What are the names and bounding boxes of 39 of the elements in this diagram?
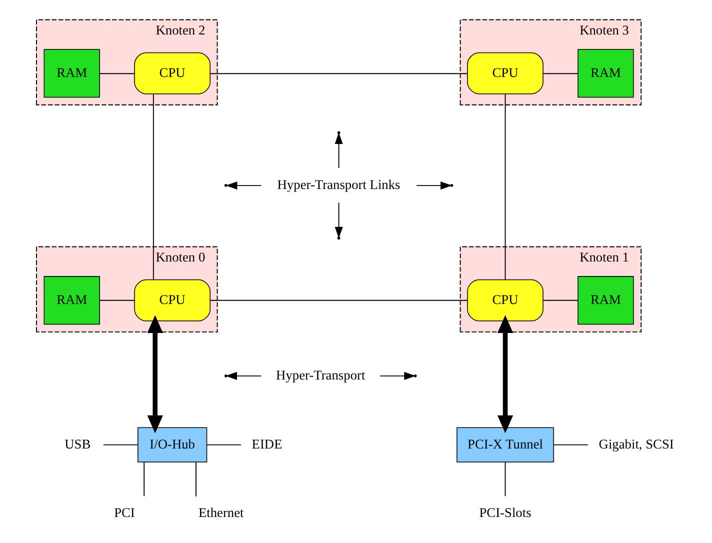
node-box: RAM (43, 276, 100, 325)
connector (209, 300, 468, 301)
node-box: CPU (134, 279, 210, 322)
connector (102, 444, 138, 446)
node-box: CPU (466, 52, 543, 94)
node-text: EIDE (251, 436, 282, 452)
arrow (496, 315, 513, 434)
node-box: I/O-Hub (137, 427, 207, 462)
arrow (416, 182, 452, 190)
connector (504, 94, 506, 280)
node-text: PCI (114, 505, 134, 520)
arrow (334, 132, 342, 168)
connector (504, 462, 506, 497)
node-text: Gigabit, SCSI (598, 436, 674, 452)
connector (98, 73, 134, 74)
arrow (379, 372, 416, 380)
node-box: PCI-X Tunnel (456, 427, 554, 462)
node-box: CPU (134, 52, 210, 94)
node-box: RAM (43, 49, 100, 98)
node-box: RAM (577, 49, 634, 98)
node-text: PCI-Slots (478, 505, 531, 520)
arrow (146, 315, 162, 434)
connector (143, 462, 144, 497)
node-box: RAM (577, 276, 634, 325)
connector (542, 300, 578, 301)
connector (152, 94, 154, 280)
connector (195, 462, 196, 497)
connector (98, 300, 134, 301)
connector (542, 73, 578, 74)
arrow (225, 372, 262, 380)
arrow (225, 182, 262, 190)
connector (206, 444, 242, 446)
node-text: Hyper-Transport Links (276, 176, 400, 192)
connector (209, 73, 468, 74)
connector (552, 444, 588, 446)
node-text: USB (64, 436, 90, 452)
node-text: Ethernet (198, 505, 244, 520)
node-text: Hyper-Transport (276, 367, 365, 382)
node-box: CPU (466, 279, 543, 322)
